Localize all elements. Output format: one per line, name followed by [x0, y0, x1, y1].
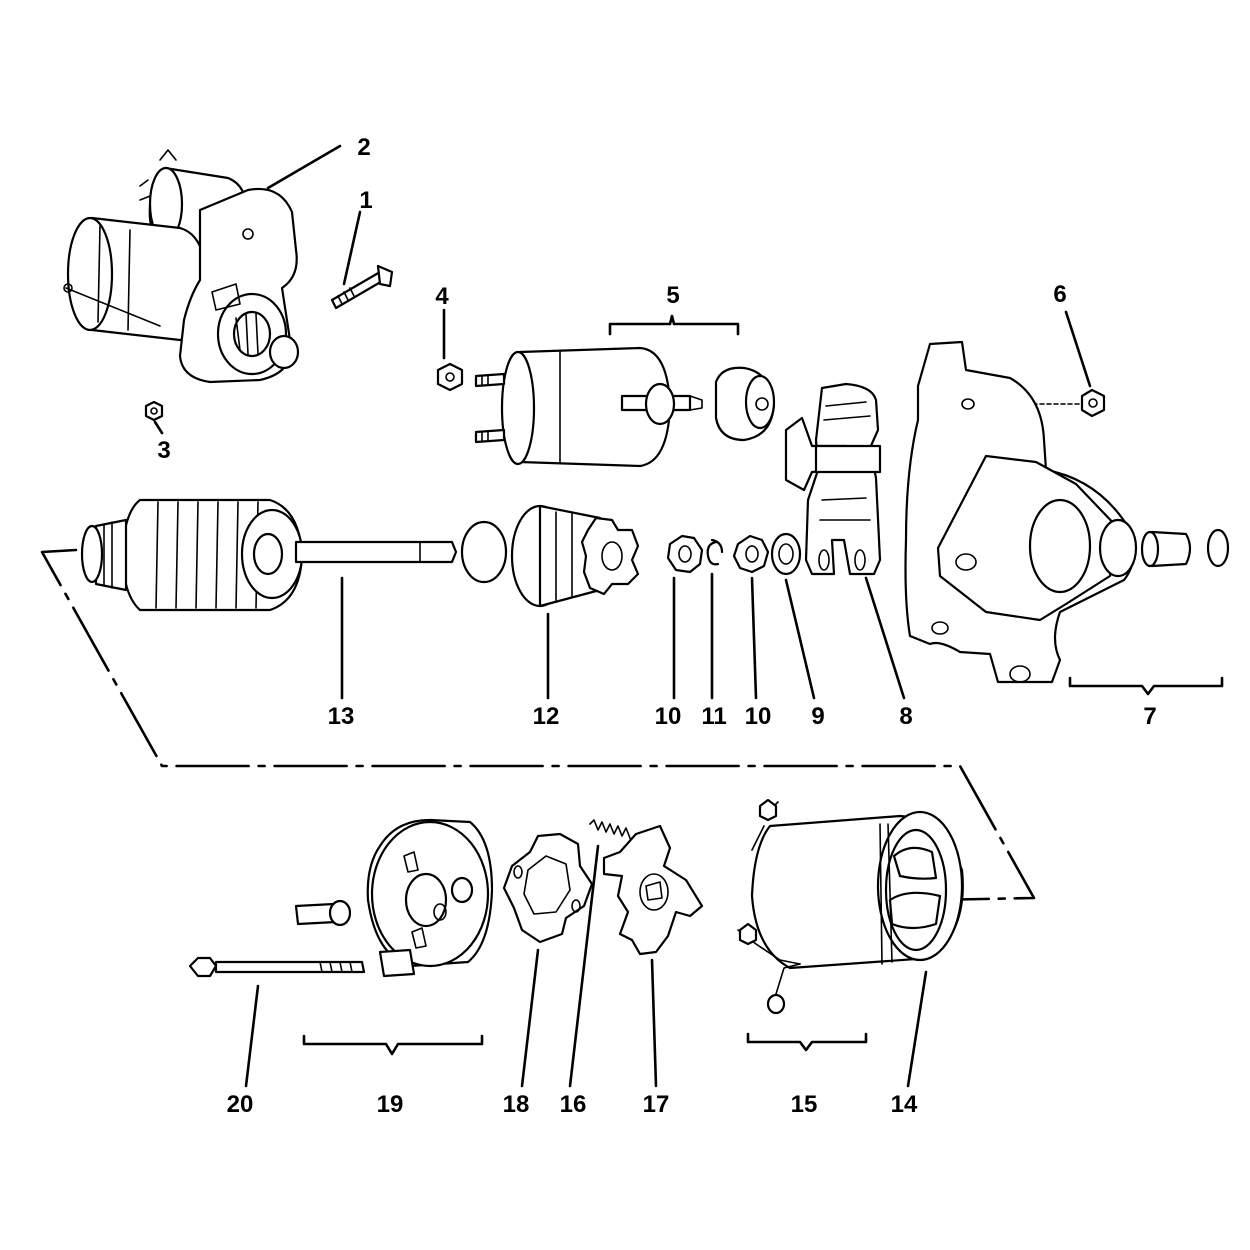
callout-9: 9: [811, 703, 824, 730]
nut-small: [144, 400, 164, 422]
leader-6: [1064, 310, 1092, 388]
snap-ring: [706, 538, 724, 566]
brush-holder: [602, 824, 704, 956]
callout-19: 19: [377, 1091, 404, 1118]
callout-10a: 10: [655, 703, 682, 730]
callout-14: 14: [891, 1091, 918, 1118]
leader-14: [906, 970, 928, 1088]
thrust-washer: [770, 532, 802, 576]
callout-15: 15: [791, 1091, 818, 1118]
callout-12: 12: [533, 703, 560, 730]
armature: [80, 498, 458, 612]
leader-17: [650, 958, 658, 1088]
starter-assembly: [63, 149, 300, 384]
shift-lever: [784, 382, 882, 576]
callout-20: 20: [227, 1091, 254, 1118]
callout-6: 6: [1053, 281, 1066, 308]
solenoid-nut: [436, 362, 464, 392]
callout-11: 11: [701, 703, 726, 730]
bracket-7: [1068, 676, 1224, 696]
bolt: [330, 264, 394, 310]
callout-3: 3: [157, 437, 170, 464]
commutator-end-frame: [188, 818, 494, 978]
leader-20: [244, 984, 260, 1088]
callout-10b: 10: [745, 703, 772, 730]
bracket-5: [608, 314, 740, 336]
callout-7: 7: [1143, 703, 1156, 730]
callout-1: 1: [359, 187, 372, 214]
stop-collar: [666, 534, 704, 574]
callout-8: 8: [899, 703, 912, 730]
callout-18: 18: [503, 1091, 530, 1118]
leader-9: [784, 578, 816, 700]
leader-1: [342, 210, 362, 286]
callout-2: 2: [357, 134, 370, 161]
drive-housing: [904, 340, 1230, 684]
leader-2: [266, 144, 342, 190]
leader-3: [153, 420, 164, 435]
solenoid: [474, 346, 776, 468]
callout-17: 17: [643, 1091, 670, 1118]
callout-16: 16: [560, 1091, 587, 1118]
assembly-line: [40, 548, 1036, 902]
callout-4: 4: [435, 283, 449, 310]
leader-18: [520, 948, 540, 1088]
bracket-15: [746, 1032, 868, 1052]
callout-13: 13: [328, 703, 355, 730]
brush-spring: [589, 819, 633, 845]
pinion-drive: [460, 504, 640, 608]
leader-16: [568, 844, 600, 1088]
callout-5: 5: [666, 282, 679, 309]
leader-8: [864, 576, 906, 700]
bracket-19: [302, 1034, 484, 1056]
stop-collar-2: [732, 534, 770, 574]
field-frame: [737, 798, 964, 1015]
leader-10b: [750, 576, 758, 700]
brush-plate-gasket: [502, 832, 594, 944]
housing-nut: [1080, 388, 1106, 418]
